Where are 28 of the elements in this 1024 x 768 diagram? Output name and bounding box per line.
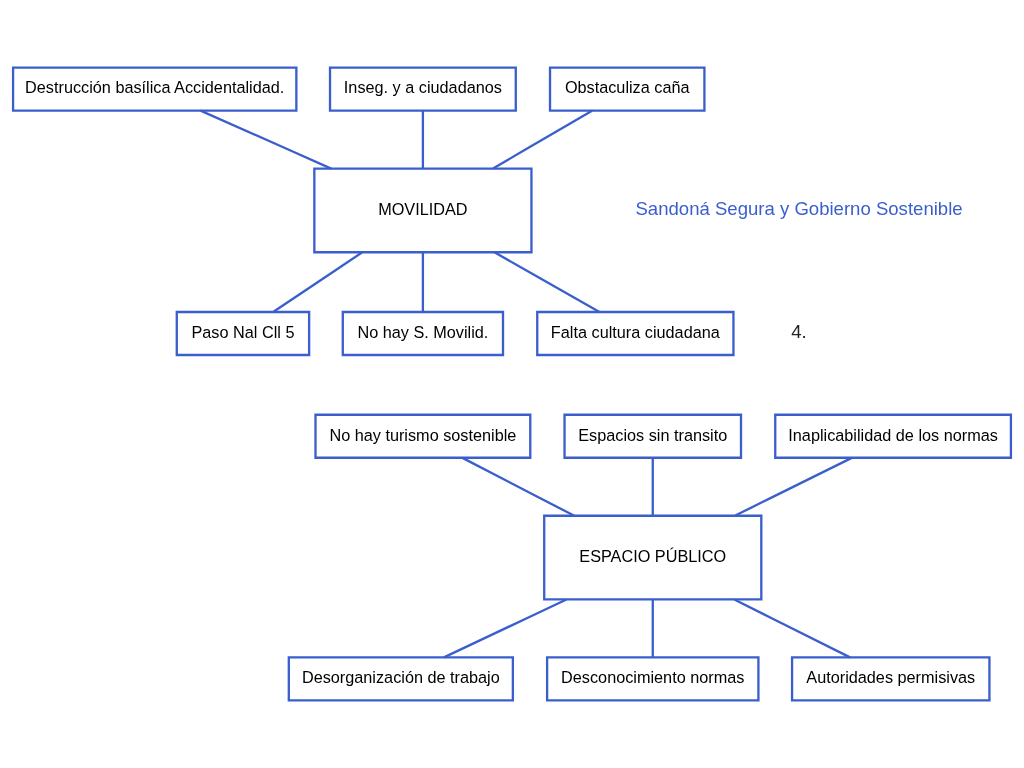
node-box: Falta cultura ciudadana xyxy=(536,310,735,357)
connector xyxy=(733,598,851,659)
node-box: MOVILIDAD xyxy=(313,167,533,254)
node-box: ESPACIO PÚBLICO xyxy=(543,514,763,601)
node-box: Obstaculiza caña xyxy=(548,66,706,112)
connector xyxy=(272,251,363,313)
label: 4. xyxy=(791,320,807,342)
connector xyxy=(651,458,654,516)
node-box: Desorganización de trabajo xyxy=(287,656,515,702)
node-box: No hay turismo sostenible xyxy=(314,413,532,459)
connector xyxy=(734,456,853,517)
connector xyxy=(421,252,425,312)
node-box: Inseg. y a ciudadanos xyxy=(328,66,517,112)
connector xyxy=(492,109,593,170)
node-box: Paso Nal Cll 5 xyxy=(175,310,311,357)
connector xyxy=(421,111,425,169)
node-box: Espacios sin transito xyxy=(563,413,743,459)
connector xyxy=(200,109,332,170)
node-box: Destrucción basílica Accidentalidad. xyxy=(11,66,298,112)
connector xyxy=(443,598,567,659)
label: Sandoná Segura y Gobierno Sostenible xyxy=(635,197,963,219)
node-box: No hay S. Movilid. xyxy=(341,310,505,357)
connector xyxy=(651,599,654,658)
node-box: Inaplicabilidad de los normas xyxy=(774,413,1013,459)
node-box: Desconocimiento normas xyxy=(545,656,760,702)
connector xyxy=(493,251,601,313)
node-box: Autoridades permisivas xyxy=(790,656,991,702)
connector xyxy=(461,456,575,517)
